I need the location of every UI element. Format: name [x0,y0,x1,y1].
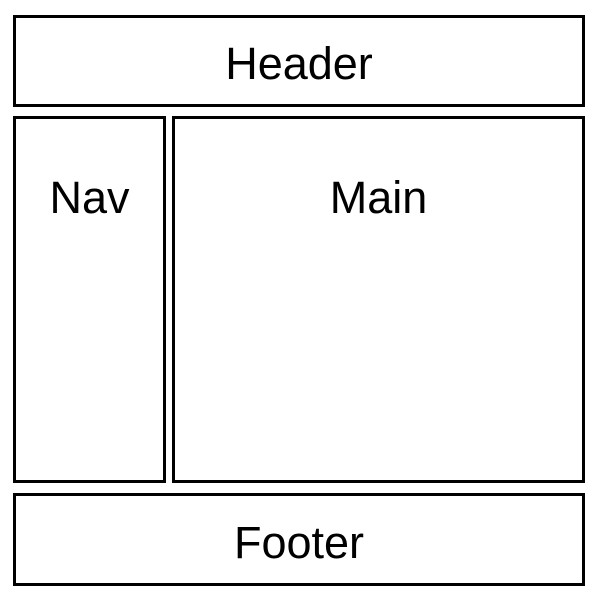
header-region-label: Header [225,38,373,89]
header-region[interactable]: Header [13,15,585,107]
main-region-label: Main [329,172,428,223]
nav-region-label: Nav [49,172,130,223]
nav-region[interactable]: Nav [13,116,166,483]
footer-region[interactable]: Footer [13,493,585,586]
main-region[interactable]: Main [172,116,585,483]
footer-region-label: Footer [233,517,365,568]
